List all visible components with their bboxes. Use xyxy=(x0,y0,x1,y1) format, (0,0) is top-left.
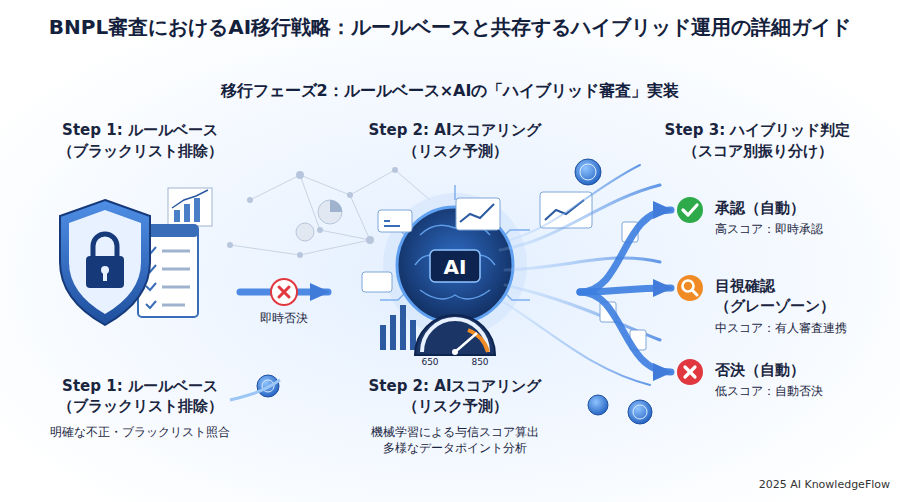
reject-icon xyxy=(271,279,297,305)
step-caption: Step 1: ルールベース （ブラックリスト排除） xyxy=(40,376,240,417)
flow-arrow xyxy=(580,292,671,372)
step-description: 明確な不正・ブラックリスト照合 xyxy=(25,424,255,440)
step-description: 機械学習による与信スコア算出 多様なデータポイント分析 xyxy=(335,424,575,456)
outcome-item: 承認（自動） 高スコア：即時承認 xyxy=(675,198,883,238)
node-description: 中スコア：有人審査連携 xyxy=(675,321,883,337)
node-description: 高スコア：即時承認 xyxy=(675,222,883,238)
step-caption: Step 2: AIスコアリング （リスク予測） xyxy=(335,376,575,417)
edge-label: 即時否決 xyxy=(258,310,310,327)
status-icon xyxy=(675,195,705,225)
flow-arrow xyxy=(580,210,671,292)
step-column: Step 2: AIスコアリング （リスク予測） xyxy=(330,120,580,360)
gauge-value: 650 xyxy=(416,356,444,368)
footer-note: 2025 AI KnowledgeFlow xyxy=(700,478,890,493)
gauge-value: 850 xyxy=(466,356,494,368)
status-icon xyxy=(675,357,705,387)
node-heading: 否決（自動） xyxy=(675,360,883,380)
node-heading: 承認（自動） xyxy=(675,198,883,218)
ai-badge-text: AI xyxy=(430,254,480,281)
title: BNPL審査におけるAI移行戦略：ルールベースと共存するハイブリッド運用の詳細ガ… xyxy=(10,14,890,41)
node-heading: Step 3: ハイブリッド判定 （スコア別振り分け） xyxy=(630,120,885,162)
subtitle: 移行フェーズ2：ルールベース×AIの「ハイブリッド審査」実装 xyxy=(100,80,800,102)
step-column: Step 3: ハイブリッド判定 （スコア別振り分け） 承認（自動） 高スコア：即時… xyxy=(630,120,885,420)
status-icon xyxy=(675,273,705,303)
reject-icon-cross xyxy=(279,287,289,297)
node-description: 低スコア：自動否決 xyxy=(675,384,883,400)
outcome-item: 目視確認 （グレーゾーン） 中スコア：有人審査連携 xyxy=(675,276,883,336)
node-heading: 目視確認 （グレーゾーン） xyxy=(675,276,883,317)
node-heading: Step 2: AIスコアリング （リスク予測） xyxy=(330,120,580,162)
outcome-item: 否決（自動） 低スコア：自動否決 xyxy=(675,360,883,400)
node-heading: Step 1: ルールベース （ブラックリスト排除） xyxy=(40,120,240,162)
reject-icon-ring xyxy=(271,279,297,305)
step-column: Step 1: ルールベース （ブラックリスト排除） xyxy=(40,120,240,340)
